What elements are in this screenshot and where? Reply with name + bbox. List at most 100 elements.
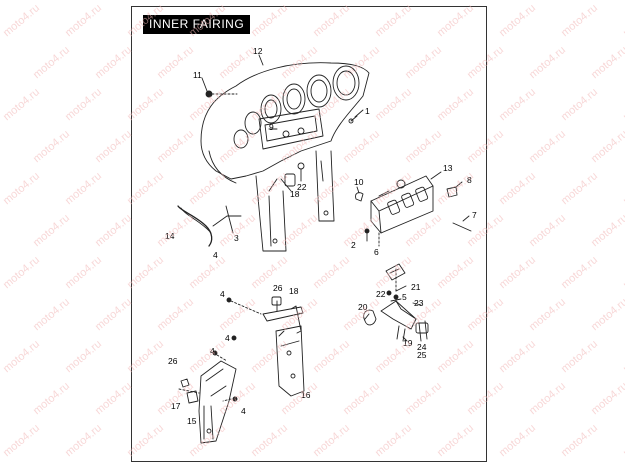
watermark-text: moto4.ru <box>155 44 197 82</box>
watermark-text: moto4.ru <box>187 86 229 124</box>
watermark-text: moto4.ru <box>31 380 73 418</box>
callout-17: 17 <box>171 401 181 411</box>
switch-housing-part <box>370 175 434 234</box>
watermark-text: moto4.ru <box>1 338 43 376</box>
watermark-text: moto4.ru <box>279 380 321 418</box>
watermark-text: moto4.ru <box>435 170 477 208</box>
watermark-text: moto4.ru <box>435 2 477 40</box>
watermark-text: moto4.ru <box>589 44 625 82</box>
watermark-text: moto4.ru <box>527 296 569 334</box>
callout-4-middle: 4 <box>220 289 225 299</box>
watermark-text: moto4.ru <box>217 296 259 334</box>
callout-22-upper: 22 <box>297 182 307 192</box>
watermark-text: moto4.ru <box>187 422 229 460</box>
watermark-text: moto4.ru <box>589 380 625 418</box>
callout-labels: 1 2 3 4 4 4 4 4 5 6 7 8 9 10 11 12 13 14… <box>165 46 477 426</box>
watermark-text: moto4.ru <box>621 86 625 124</box>
watermark-text: moto4.ru <box>435 86 477 124</box>
callout-24: 24 <box>417 342 427 352</box>
watermark-text: moto4.ru <box>31 44 73 82</box>
watermark-text: moto4.ru <box>311 2 353 40</box>
watermark-text: moto4.ru <box>125 338 167 376</box>
watermark-text: moto4.ru <box>31 296 73 334</box>
watermark-text: moto4.ru <box>621 338 625 376</box>
callout-8: 8 <box>467 175 472 185</box>
watermark-text: moto4.ru <box>527 380 569 418</box>
watermark-text: moto4.ru <box>341 296 383 334</box>
watermark-text: moto4.ru <box>125 86 167 124</box>
watermark-text: moto4.ru <box>373 86 415 124</box>
watermark-text: moto4.ru <box>497 422 539 460</box>
watermark-text: moto4.ru <box>93 212 135 250</box>
watermark-text: moto4.ru <box>1 170 43 208</box>
watermark-text: moto4.ru <box>187 254 229 292</box>
watermark-text: moto4.ru <box>373 170 415 208</box>
callout-19: 19 <box>403 338 413 348</box>
watermark-text: moto4.ru <box>311 254 353 292</box>
watermark-text: moto4.ru <box>217 44 259 82</box>
watermark-text: moto4.ru <box>217 128 259 166</box>
callout-21: 21 <box>411 282 421 292</box>
watermark-text: moto4.ru <box>497 338 539 376</box>
watermark-text: moto4.ru <box>93 128 135 166</box>
watermark-text: moto4.ru <box>403 296 445 334</box>
watermark-text: moto4.ru <box>249 2 291 40</box>
callout-12: 12 <box>253 46 263 56</box>
callout-3: 3 <box>234 233 239 243</box>
callout-5: 5 <box>402 292 407 302</box>
watermark-text: moto4.ru <box>497 254 539 292</box>
watermark-text: moto4.ru <box>155 128 197 166</box>
watermark-text: moto4.ru <box>155 212 197 250</box>
callout-25: 25 <box>417 350 427 360</box>
watermark-text: moto4.ru <box>559 86 601 124</box>
inner-fairing-part <box>200 62 370 252</box>
callout-10: 10 <box>354 177 364 187</box>
watermark-text: moto4.ru <box>589 296 625 334</box>
watermark-text: moto4.ru <box>279 296 321 334</box>
watermark-text: moto4.ru <box>93 296 135 334</box>
watermark-text: moto4.ru <box>249 86 291 124</box>
watermark-text: moto4.ru <box>311 86 353 124</box>
callout-14: 14 <box>165 231 175 241</box>
watermark-text: moto4.ru <box>465 380 507 418</box>
watermark-text: moto4.ru <box>621 422 625 460</box>
watermark-text: moto4.ru <box>621 170 625 208</box>
watermark-text: moto4.ru <box>125 170 167 208</box>
watermark-text: moto4.ru <box>1 86 43 124</box>
watermark-text: moto4.ru <box>621 2 625 40</box>
watermark-text: moto4.ru <box>373 254 415 292</box>
watermark-text: moto4.ru <box>249 170 291 208</box>
watermark-text: moto4.ru <box>1 422 43 460</box>
watermark-text: moto4.ru <box>435 422 477 460</box>
watermark-text: moto4.ru <box>527 44 569 82</box>
callout-26-lower: 26 <box>168 356 178 366</box>
watermark-text: moto4.ru <box>373 422 415 460</box>
watermark-text: moto4.ru <box>373 338 415 376</box>
watermark-text: moto4.ru <box>311 422 353 460</box>
mounting-bracket-part <box>226 296 305 397</box>
watermark-text: moto4.ru <box>249 338 291 376</box>
diagram-title: INNER FAIRING <box>143 15 251 34</box>
callout-4-lower: 4 <box>210 346 215 356</box>
watermark-text: moto4.ru <box>217 212 259 250</box>
callout-18-lower: 18 <box>289 286 299 296</box>
watermark-text: moto4.ru <box>187 338 229 376</box>
watermark-text: moto4.ru <box>559 170 601 208</box>
callout-23: 23 <box>414 298 424 308</box>
watermark-text: moto4.ru <box>93 380 135 418</box>
watermark-text: moto4.ru <box>497 170 539 208</box>
watermark-text: moto4.ru <box>497 86 539 124</box>
callout-15: 15 <box>187 416 197 426</box>
watermark-text: moto4.ru <box>403 44 445 82</box>
watermark-text: moto4.ru <box>403 380 445 418</box>
watermark-text: moto4.ru <box>559 2 601 40</box>
watermark-text: moto4.ru <box>373 2 415 40</box>
watermark-text: moto4.ru <box>527 212 569 250</box>
callout-9: 9 <box>269 122 274 132</box>
lower-bracket-part <box>178 335 238 444</box>
callout-4-upper: 4 <box>213 250 218 260</box>
watermark-text: moto4.ru <box>527 128 569 166</box>
watermark-text: moto4.ru <box>341 44 383 82</box>
